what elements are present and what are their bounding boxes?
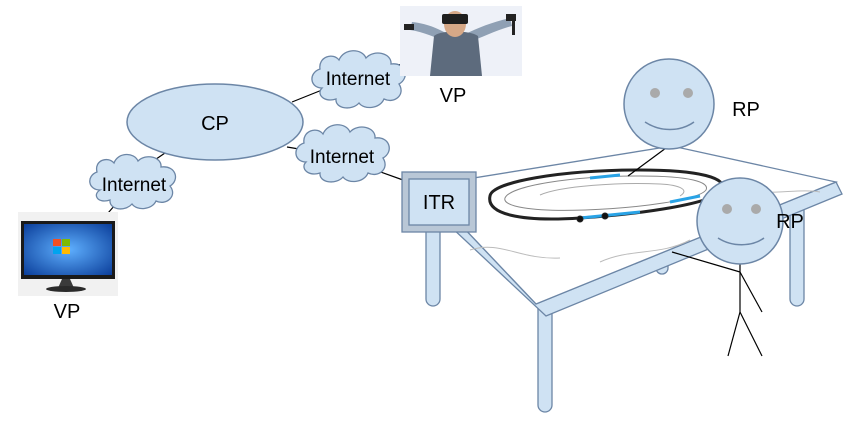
internet-top-label: Internet <box>326 69 391 90</box>
vp-monitor-label: VP <box>54 301 81 323</box>
rp-lower-label: RP <box>776 211 804 233</box>
vr-user: VP <box>400 6 522 107</box>
vp-vr-label: VP <box>440 85 467 107</box>
rp-lower: RP <box>671 177 804 357</box>
internet-cloud-mid: Internet <box>295 124 390 183</box>
rp-upper-label: RP <box>732 99 760 121</box>
cp-node: CP <box>126 83 304 161</box>
vr-headset-user-icon <box>404 11 516 76</box>
smiley-face-icon <box>696 177 784 265</box>
railway-track-icon <box>469 168 821 263</box>
cp-ellipse <box>126 83 304 161</box>
cloud-icon <box>89 153 177 210</box>
stick-body <box>671 251 763 357</box>
monitor-device: VP <box>18 212 118 323</box>
table-legs <box>425 195 805 413</box>
monitor-base <box>46 286 86 292</box>
monitor-stand <box>58 279 74 288</box>
smiley-face-icon <box>623 58 715 150</box>
itr-box: ITR <box>401 171 477 233</box>
windows-logo-icon <box>53 239 70 254</box>
itr-inner <box>408 178 470 226</box>
model-railway-table: ITR <box>401 145 843 413</box>
cp-label: CP <box>201 113 229 135</box>
internet-cloud-top: Internet <box>311 50 406 109</box>
internet-cloud-left: Internet <box>89 153 177 210</box>
rp-upper: RP <box>623 58 760 177</box>
internet-mid-label: Internet <box>310 147 375 168</box>
cloud-icon <box>295 124 390 183</box>
line-cp-internet-top <box>291 89 323 103</box>
rp-upper-connector <box>627 147 667 177</box>
itr-label: ITR <box>423 192 455 214</box>
internet-left-label: Internet <box>102 175 167 196</box>
